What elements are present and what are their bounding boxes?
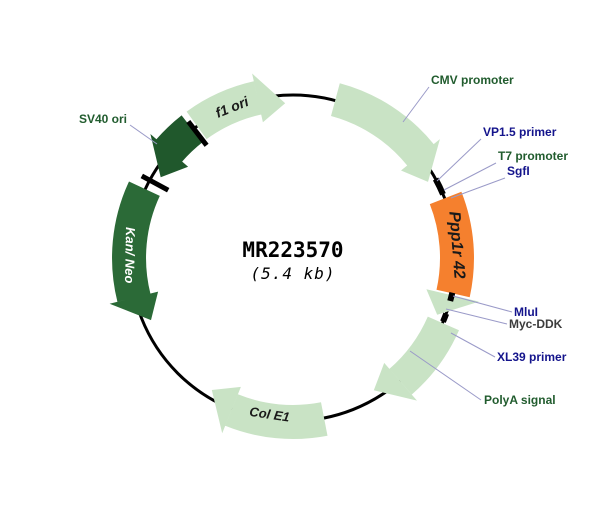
feature-myc-ddk-tag <box>426 289 479 315</box>
label-leader-line-polya-signal <box>409 350 482 401</box>
feature-ppp1r42-orf <box>429 191 474 298</box>
label-leader-line-cmv-promoter <box>402 86 430 123</box>
feature-label-vp1-5-primer: VP1.5 primer <box>483 125 557 139</box>
label-leader-line-mlui <box>452 295 513 313</box>
feature-label-t7-promoter: T7 promoter <box>498 149 568 163</box>
plasmid-center-label: MR223570 (5.4 kb) <box>242 238 343 283</box>
restriction-site-tick <box>447 292 456 302</box>
feature-kan-neo <box>109 181 160 321</box>
feature-f1-ori <box>186 73 286 140</box>
restriction-site-tick <box>186 119 209 147</box>
feature-col-e1 <box>211 386 328 440</box>
label-leader-line-vp1-5-primer <box>436 138 482 182</box>
feature-label-xl39-primer: XL39 primer <box>497 350 567 364</box>
feature-polya-signal <box>373 316 459 401</box>
feature-arc-label-kan-neo: Kan/ Neo <box>122 227 138 284</box>
feature-label-cmv-promoter: CMV promoter <box>431 73 514 87</box>
feature-label-polya-signal: PolyA signal <box>484 393 556 407</box>
label-leader-line-sgfi <box>450 177 506 199</box>
label-leader-line-xl39-primer <box>450 332 496 358</box>
feature-label-sv40-ori: SV40 ori <box>79 112 127 126</box>
feature-label-sgfi: SgfI <box>507 164 530 178</box>
plasmid-size: (5.4 kb) <box>250 264 336 283</box>
label-leader-line-sv40-ori <box>129 124 158 145</box>
restriction-site-tick <box>140 173 170 193</box>
label-leader-line-myc-ddk <box>445 308 508 325</box>
feature-cmv-promoter <box>331 83 440 182</box>
feature-label-mlui: MluI <box>514 305 538 319</box>
plasmid-title: MR223570 <box>242 238 344 262</box>
feature-arc-label-ppp1r42-orf: Ppp1r 42 <box>445 211 467 280</box>
restriction-site-tick <box>440 312 450 323</box>
feature-arc-label-col-e1: Col E1 <box>248 404 290 425</box>
label-leader-line-t7-promoter <box>443 162 497 191</box>
feature-sv40-ori <box>150 115 203 178</box>
restriction-site-tick <box>432 177 446 196</box>
feature-label-myc-ddk: Myc-DDK <box>509 317 563 331</box>
